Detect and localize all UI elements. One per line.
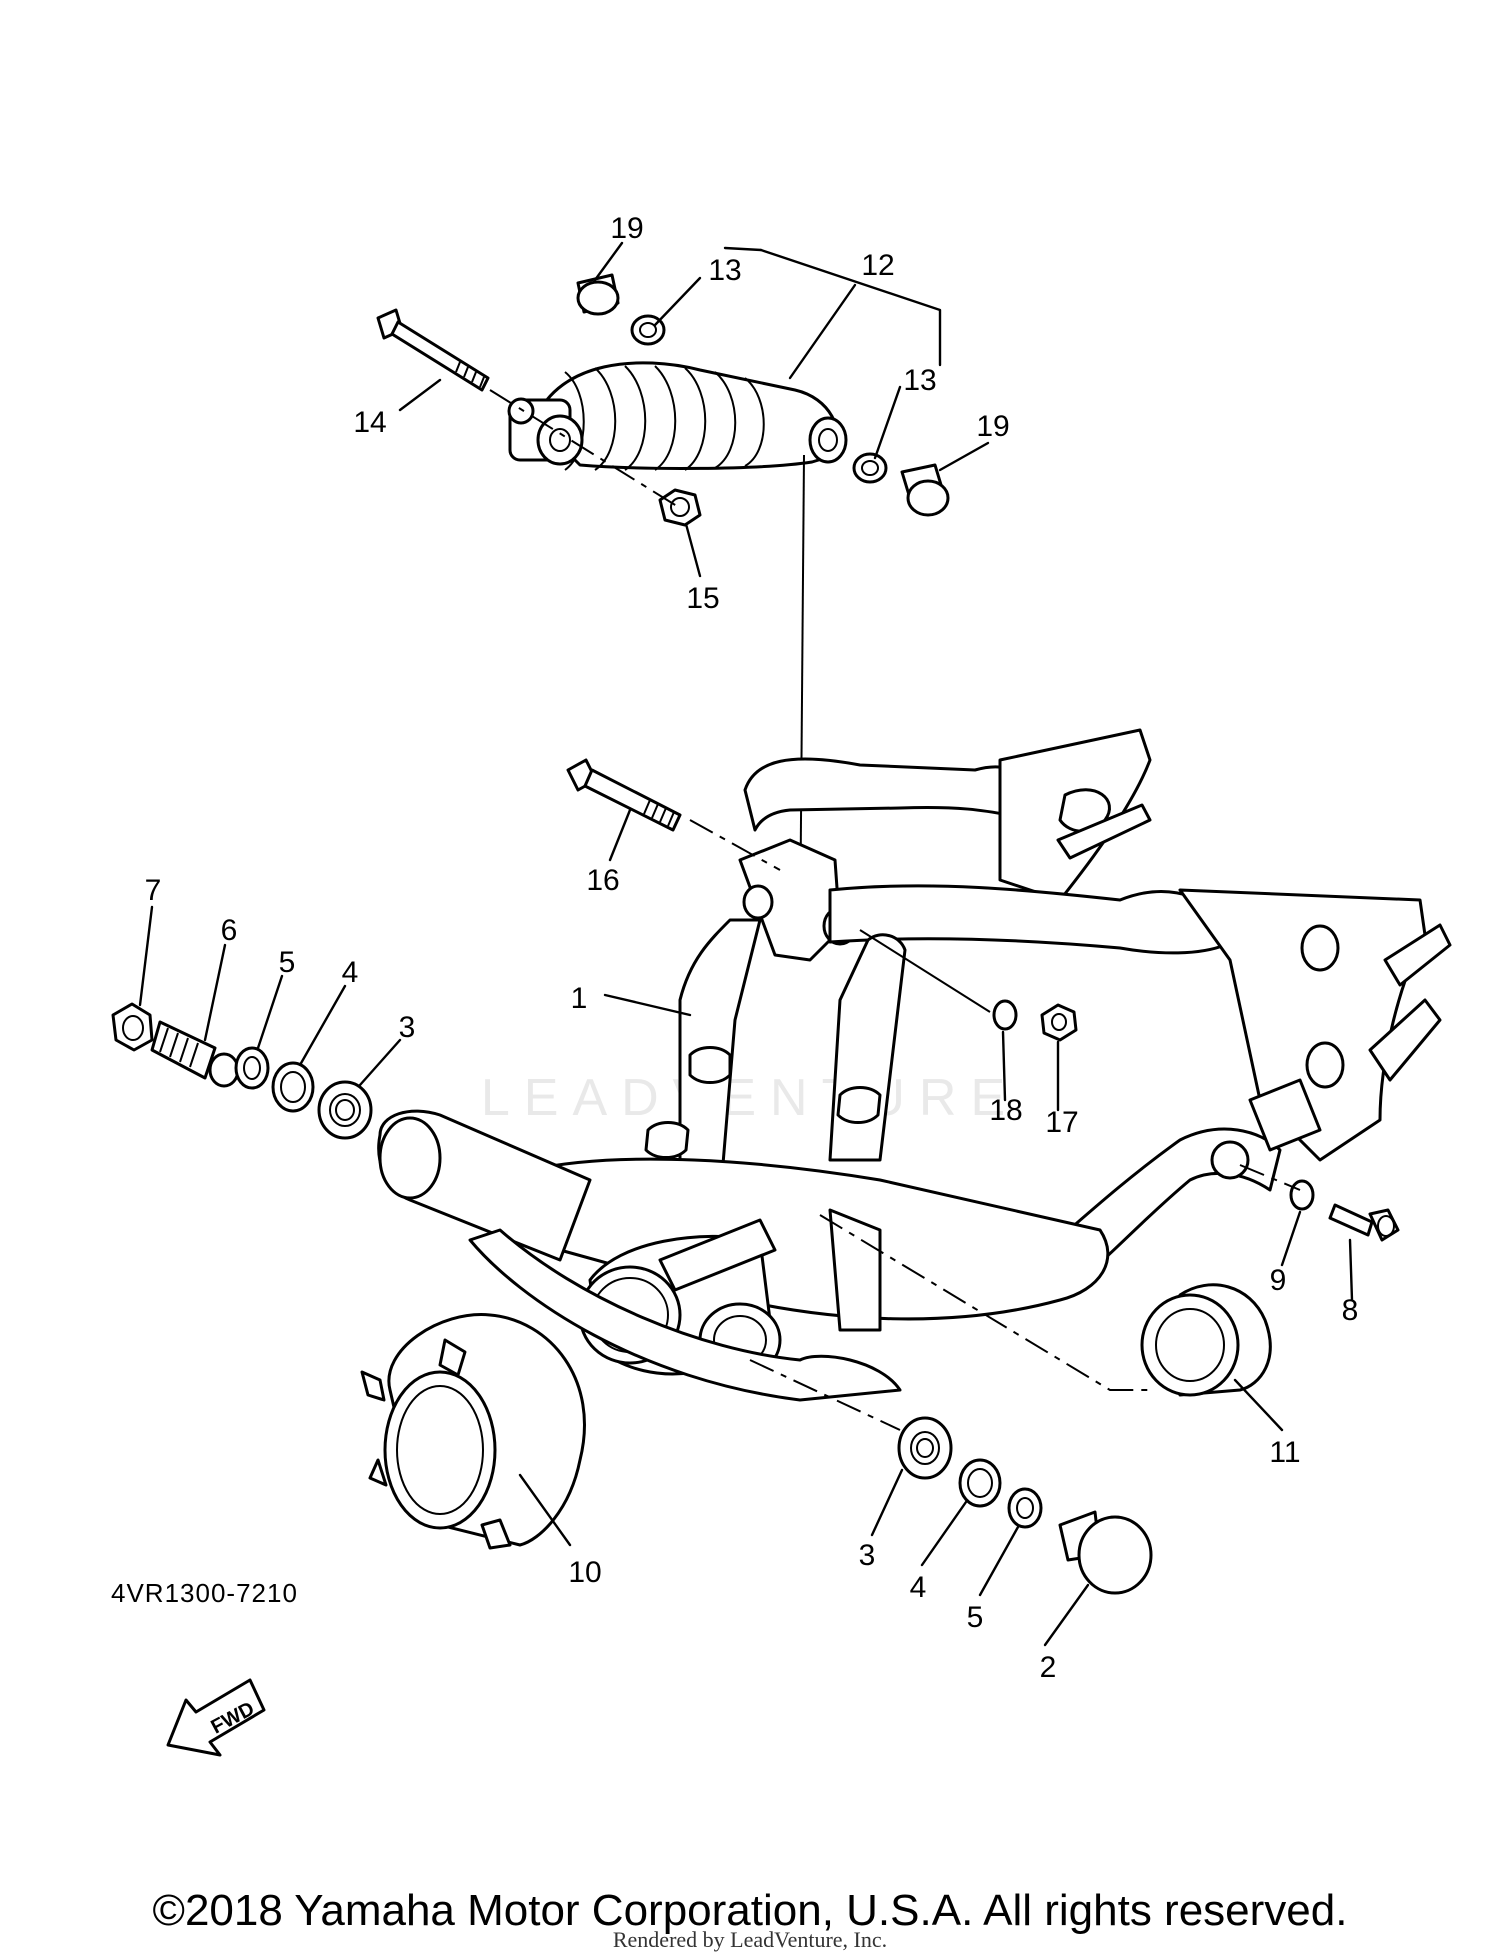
leader-lines (138, 241, 1354, 1647)
callout-7: 7 (145, 874, 162, 907)
watermark: LEADVENTURE (480, 1069, 1020, 1127)
bolt-14[interactable] (376, 308, 490, 392)
copyright-text: ©2018 Yamaha Motor Corporation, U.S.A. A… (152, 1886, 1348, 1935)
nut-7[interactable] (111, 1002, 154, 1052)
callout-4-right: 4 (910, 1571, 927, 1604)
bolt-8-line (1239, 1164, 1301, 1191)
callout-1: 1 (571, 982, 588, 1015)
callout-16: 16 (586, 864, 619, 897)
pivot-bolt-2[interactable] (1058, 1510, 1153, 1595)
callout-17: 17 (1045, 1106, 1078, 1139)
callout-3-right: 3 (859, 1539, 876, 1572)
callout-14: 14 (353, 406, 386, 439)
callout-18: 18 (989, 1094, 1022, 1127)
rendered-by-text: Rendered by LeadVenture, Inc. (612, 1927, 888, 1952)
callout-13-top: 13 (708, 254, 741, 287)
nut-17[interactable] (1040, 1003, 1078, 1042)
washer-5-left[interactable] (234, 1046, 270, 1090)
callout-2: 2 (1040, 1651, 1057, 1684)
bearing-3-right[interactable] (897, 1416, 953, 1480)
callout-12: 12 (861, 249, 894, 282)
collar-19-right[interactable] (900, 463, 950, 517)
bolt-16-line (689, 819, 781, 871)
nut-15[interactable] (658, 488, 702, 527)
callout-19-right: 19 (976, 410, 1009, 443)
washer-5-right[interactable] (1007, 1487, 1043, 1529)
callout-labels: 19 13 12 13 19 14 15 16 7 6 5 4 3 1 18 1… (145, 212, 1359, 1684)
callout-9: 9 (1270, 1264, 1287, 1297)
seal-11[interactable] (1140, 1283, 1272, 1397)
shaft-6[interactable] (150, 1020, 240, 1088)
callout-19-top: 19 (610, 212, 643, 245)
cover-10[interactable] (360, 1313, 586, 1550)
pivot-line (749, 1359, 901, 1431)
swingarm[interactable] (377, 728, 1452, 1402)
fwd-arrow-icon: FWD (166, 1678, 266, 1757)
shock-bolt-line (489, 389, 681, 509)
callout-10: 10 (568, 1556, 601, 1589)
bearing-3-left[interactable] (317, 1080, 373, 1140)
callout-3-left: 3 (399, 1011, 416, 1044)
bolt-16-to-washer-line (859, 929, 991, 1013)
bushing-13-right[interactable] (852, 452, 888, 484)
callout-5-right: 5 (967, 1601, 984, 1634)
collar-19-top[interactable] (576, 273, 620, 316)
callout-4-left: 4 (342, 956, 359, 989)
callout-5-left: 5 (279, 946, 296, 979)
seal-4-left[interactable] (271, 1061, 315, 1113)
seal-4-right[interactable] (958, 1458, 1002, 1508)
bolt-16[interactable] (566, 758, 682, 832)
rear-shock-absorber[interactable] (507, 361, 848, 471)
bolt-8[interactable] (1328, 1203, 1400, 1242)
callout-13-right: 13 (903, 364, 936, 397)
seal-11-line (819, 1214, 1150, 1391)
diagram-code: 4VR1300-7210 (111, 1578, 298, 1608)
callout-11: 11 (1269, 1436, 1300, 1469)
washer-9[interactable] (1289, 1179, 1315, 1211)
callout-6: 6 (221, 914, 238, 947)
callout-8: 8 (1342, 1294, 1359, 1327)
callout-15: 15 (686, 582, 719, 615)
washer-18[interactable] (992, 999, 1018, 1031)
